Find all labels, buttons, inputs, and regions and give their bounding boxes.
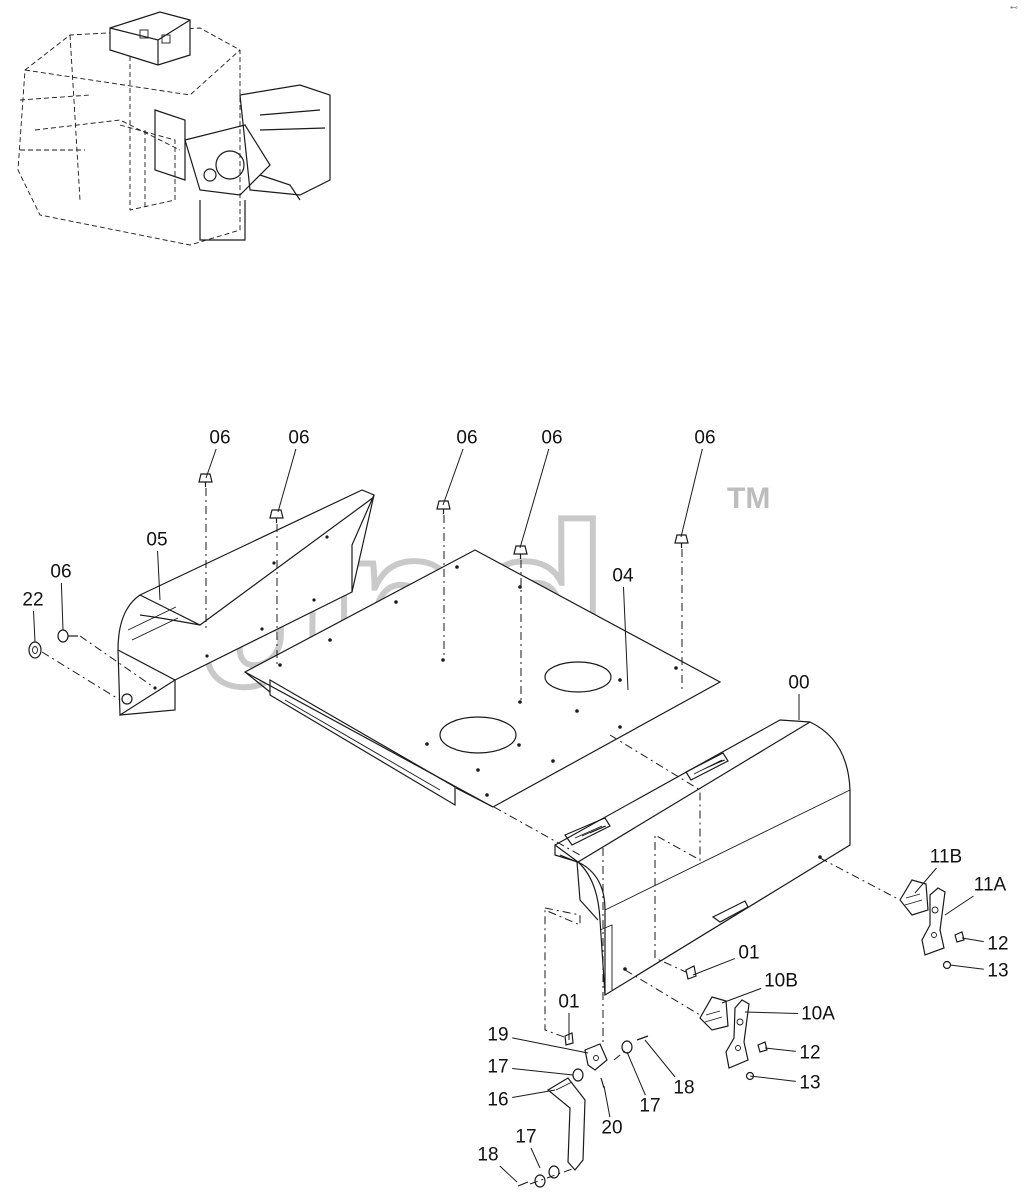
callout-12-label: 12 xyxy=(799,1043,820,1064)
hinge-right xyxy=(685,752,729,781)
callout-13-label: 13 xyxy=(987,961,1008,982)
pin-18-b xyxy=(517,1181,529,1187)
callout-13-leader xyxy=(749,1075,796,1082)
callout-06-leader xyxy=(60,582,64,631)
callout-16-leader xyxy=(512,1089,556,1099)
callout-06-label: 06 xyxy=(694,428,715,449)
callout-01-label: 01 xyxy=(738,943,759,964)
callout-17-leader xyxy=(626,1051,646,1096)
corner-mark: ⊷ xyxy=(1010,3,1018,12)
handle-16 xyxy=(546,1077,586,1171)
callout-06-label: 06 xyxy=(456,428,477,449)
callout-13-leader xyxy=(949,964,984,970)
bolt-12-lower xyxy=(757,1041,768,1053)
plate-04-hole-small xyxy=(544,661,612,693)
latch-11a xyxy=(921,887,946,956)
callout-05-label: 05 xyxy=(146,530,167,551)
callout-17-label: 17 xyxy=(639,1096,660,1117)
nut-13-upper xyxy=(942,960,952,970)
pin-18-a xyxy=(636,1035,649,1041)
hinge-left xyxy=(564,817,611,846)
cover-05 xyxy=(117,489,375,717)
callout-01-leader xyxy=(692,958,735,976)
latch-10 xyxy=(699,996,768,1081)
callout-06-leader xyxy=(680,448,703,538)
hood-00 xyxy=(554,719,851,997)
washer-17-b xyxy=(621,1040,633,1054)
callout-17-leader xyxy=(512,1068,574,1076)
latch-11b xyxy=(899,879,929,916)
washer-22 xyxy=(28,641,42,659)
latch-10a xyxy=(725,999,750,1069)
washer-17-c xyxy=(548,1165,560,1179)
callout-10b-leader xyxy=(721,987,762,1004)
bolt-06-1 xyxy=(198,473,213,487)
bolt-06-side xyxy=(57,629,78,643)
callout-22-leader xyxy=(33,610,36,643)
plate-04 xyxy=(243,549,722,808)
callout-22-label: 22 xyxy=(22,590,43,611)
bolt-01-lower xyxy=(564,1032,574,1046)
callout-17-leader xyxy=(530,1147,541,1169)
cover-05-body xyxy=(117,489,375,717)
callout-19-label: 19 xyxy=(487,1025,508,1046)
callout-18-leader xyxy=(499,1165,518,1183)
bolt-06-2 xyxy=(269,509,284,523)
callout-06-label: 06 xyxy=(541,428,562,449)
callout-00-label: 00 xyxy=(788,673,809,694)
watermark-trademark: TM xyxy=(727,482,770,515)
callout-06-leader xyxy=(519,448,550,549)
callout-11b-leader xyxy=(914,867,937,894)
callout-20-leader xyxy=(603,1085,611,1118)
callout-10a-label: 10A xyxy=(801,1004,835,1025)
bolt-06-5 xyxy=(674,534,689,548)
callout-18-leader xyxy=(644,1039,676,1078)
callout-06-label: 06 xyxy=(288,428,309,449)
bolt-12-upper xyxy=(954,931,965,943)
fasteners xyxy=(28,473,689,659)
callout-06-leader xyxy=(277,448,297,513)
plate-04-top xyxy=(243,549,722,808)
callout-18-label: 18 xyxy=(477,1145,498,1166)
callout-04-leader xyxy=(622,586,629,691)
callout-11b-label: 11B xyxy=(930,847,962,868)
callout-04-label: 04 xyxy=(612,566,634,587)
callout-10b-label: 10B xyxy=(764,971,798,992)
bolt-06-4 xyxy=(513,545,528,559)
callout-20-label: 20 xyxy=(601,1118,622,1139)
callout-17-label: 17 xyxy=(515,1127,536,1148)
callout-01-label: 01 xyxy=(558,992,579,1013)
handle-assembly xyxy=(517,965,697,1188)
callout-06-leader xyxy=(442,448,464,506)
callout-06-label: 06 xyxy=(50,562,71,583)
callout-12-label: 12 xyxy=(987,934,1008,955)
callout-13-label: 13 xyxy=(799,1073,820,1094)
callout-06-label: 06 xyxy=(209,428,230,449)
callout-12-leader xyxy=(764,1047,796,1052)
plate-04-hole-large xyxy=(439,716,517,754)
latch-11 xyxy=(899,879,965,970)
pin-20 xyxy=(600,1077,605,1089)
callout-06-leader xyxy=(205,448,217,479)
hood-00-body xyxy=(554,719,851,997)
callout-16-label: 16 xyxy=(487,1090,508,1111)
bracket-19 xyxy=(584,1043,608,1071)
washer-17-d xyxy=(534,1174,546,1188)
assembly-lines xyxy=(41,488,901,1185)
bolt-01-upper xyxy=(685,965,697,980)
callout-11a-label: 11A xyxy=(974,875,1007,896)
hood-00-handle xyxy=(711,900,749,923)
callout-19-leader xyxy=(512,1037,589,1054)
location-thumbnail xyxy=(17,11,331,246)
washer-17-a xyxy=(572,1068,584,1082)
callout-05-leader xyxy=(157,550,161,601)
callout-10a-leader xyxy=(744,1011,799,1014)
callout-11a-leader xyxy=(944,895,974,916)
callout-17-label: 17 xyxy=(487,1057,508,1078)
callout-18-label: 18 xyxy=(673,1078,694,1099)
callout-12-leader xyxy=(961,937,984,943)
